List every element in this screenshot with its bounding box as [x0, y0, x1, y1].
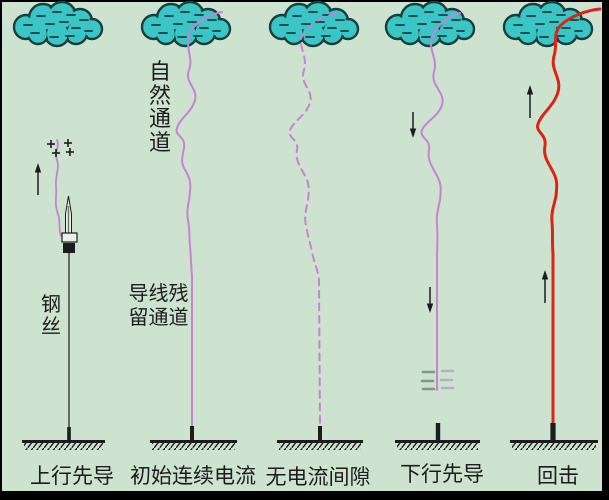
- initial-current-channel-line: [175, 11, 223, 441]
- down-arrow-icon: [426, 287, 434, 313]
- lightning-rod-stub: [435, 423, 441, 442]
- wire-residual-channel-label: 导线残留通道: [128, 283, 189, 329]
- ground-icon: [277, 440, 363, 450]
- up-arrow-icon: [541, 270, 549, 303]
- return-stroke-channel-line: [536, 7, 602, 442]
- down-arrow-icon: [409, 112, 417, 138]
- positive-charge-icons: [47, 139, 74, 157]
- panel-caption-return-stroke: 回击: [537, 464, 579, 488]
- steel-wire-label: 钢丝: [41, 294, 61, 338]
- up-arrow-icon: [526, 85, 534, 118]
- panel-caption-no-current-gap: 无电流间隙: [265, 465, 371, 489]
- up-arrow-icon: [34, 163, 42, 195]
- natural-channel-label: 自然通道: [148, 59, 171, 155]
- ground-icon: [510, 440, 598, 450]
- downward-leader-channel-line: [420, 12, 461, 391]
- rocket-icon: [61, 195, 78, 253]
- ground-icon: [22, 440, 105, 450]
- ground-icon: [395, 440, 480, 450]
- panel-caption-initial-continuous-current: 初始连续电流: [130, 464, 256, 488]
- no-current-gap-dashed-line: [288, 13, 337, 441]
- ground-icon: [150, 440, 237, 450]
- gap-streamer-dashes: [420, 369, 455, 391]
- diagram-background: [2, 2, 602, 491]
- panel-caption-downward-leader: 下行先导: [400, 462, 484, 486]
- panel-caption-upward-leader: 上行先导: [30, 464, 114, 488]
- steel-wire-line: [67, 253, 71, 441]
